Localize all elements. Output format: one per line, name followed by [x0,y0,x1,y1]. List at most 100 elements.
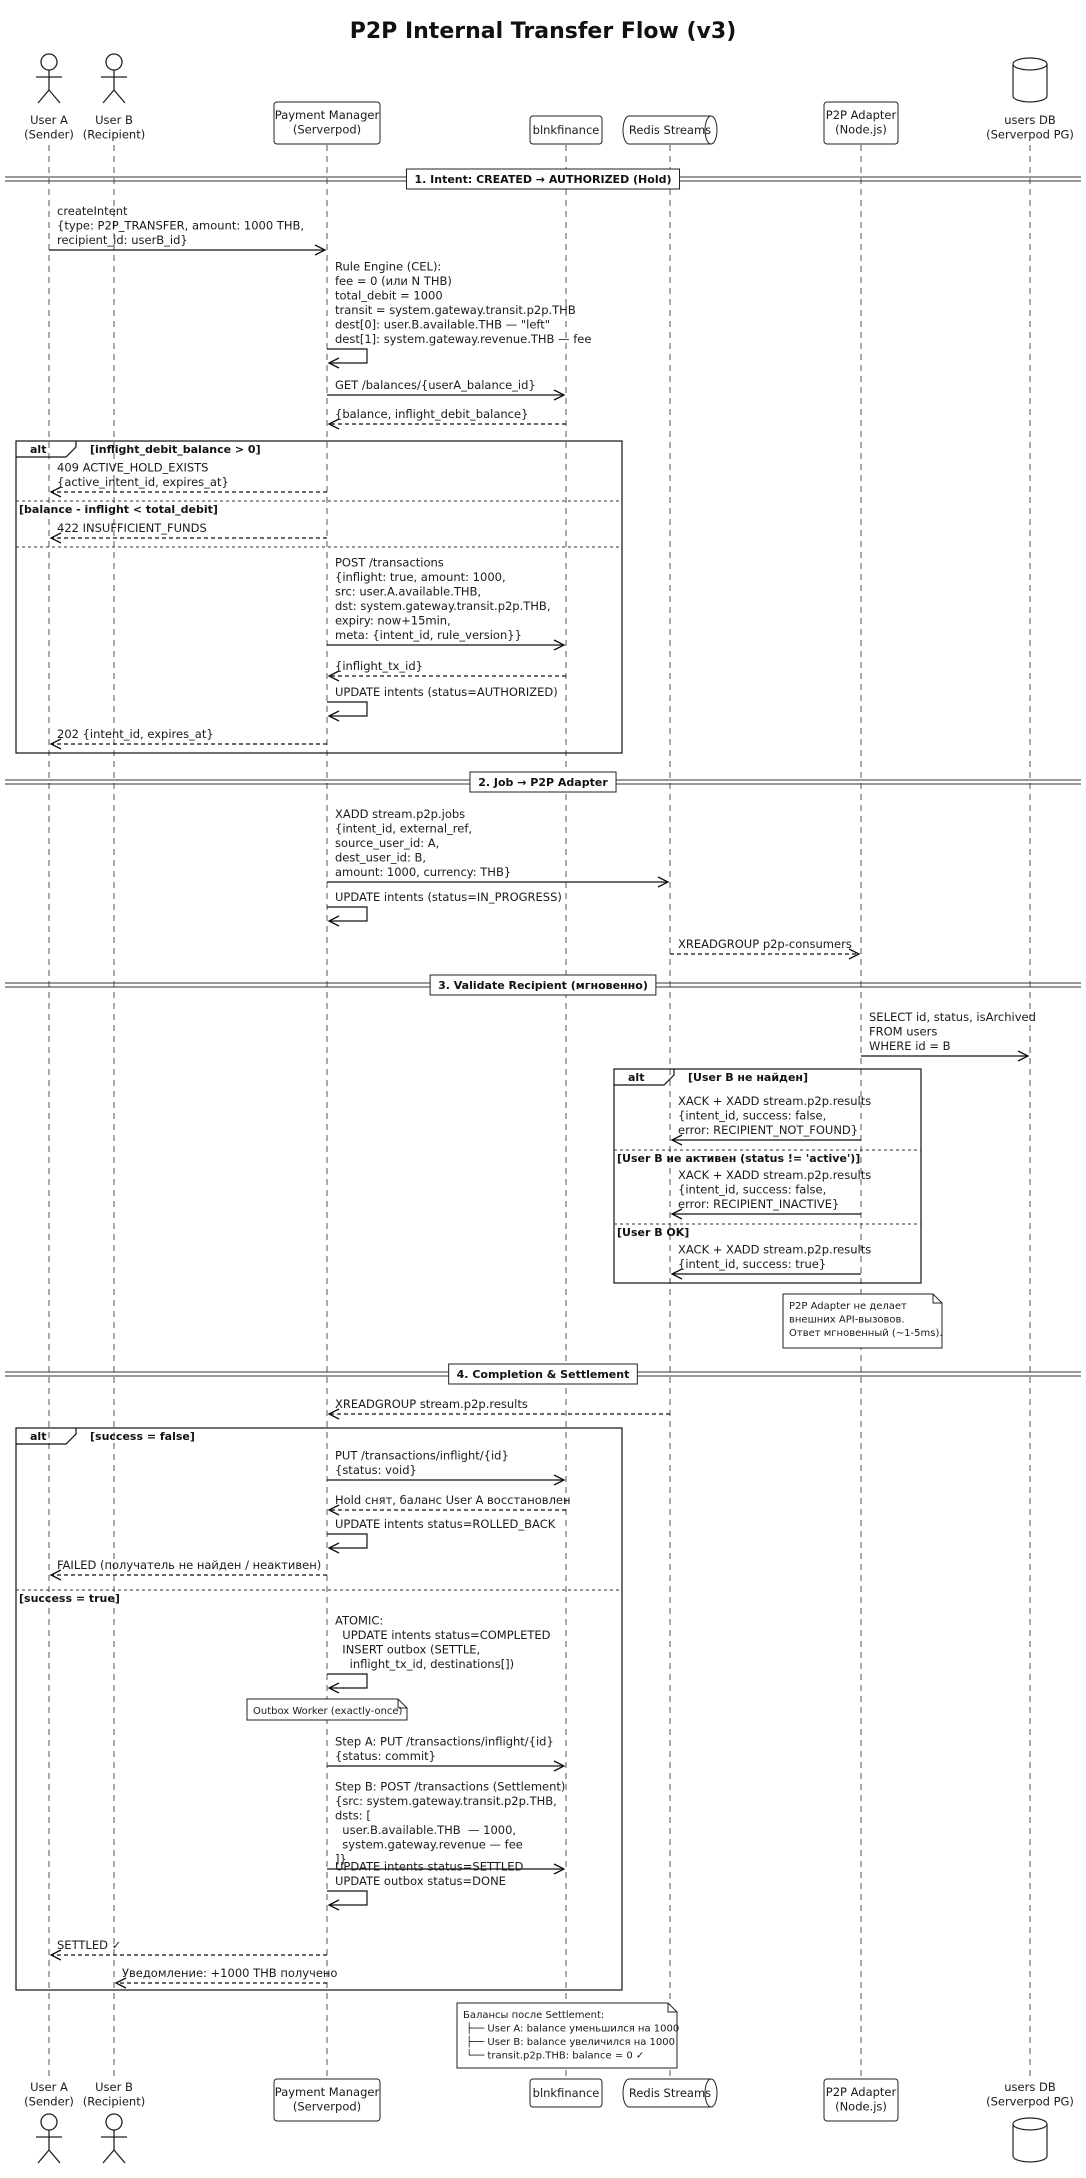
participants: User A(Sender)User A(Sender)User B(Recip… [24,53,1074,2164]
arrow-head [49,1569,62,1581]
participant-label: users DB [1004,2080,1056,2094]
message-label: UPDATE intents status=ROLLED_BACK [335,1517,556,1531]
arrow-head [327,670,340,682]
arrow-head [327,1899,340,1911]
message-label: {type: P2P_TRANSFER, amount: 1000 THB, [57,219,304,233]
message-label: {status: commit} [335,1749,436,1763]
note: Outbox Worker (exactly-once) [246,1698,408,1721]
message-label: recipient_id: userB_id} [57,233,188,247]
actor-icon [36,2113,62,2164]
message-label: createIntent [57,204,128,218]
alt-guard: [inflight_debit_balance > 0] [90,443,261,456]
message-label: inflight_tx_id, destinations[]) [335,1657,514,1671]
self-message-line [327,1890,368,1906]
participant-label: Redis Streams [629,123,711,137]
message-label: SETTLED ✓ [57,1938,121,1952]
database-icon [1012,57,1048,103]
message-m3: GET /balances/{userA_balance_id} [327,378,566,401]
section-dividers: 1. Intent: CREATED → AUTHORIZED (Hold)2.… [5,168,1081,1385]
note-text: Outbox Worker (exactly-once) [253,1706,403,1717]
message-label: system.gateway.revenue — fee [335,1838,523,1852]
arrow-head [670,1134,683,1146]
section-divider: 3. Validate Recipient (мгновенно) [5,974,1081,996]
alt-guard: [success = true] [19,1592,120,1605]
participant-redis-top: Redis Streams [622,115,718,145]
message-m8: {inflight_tx_id} [327,659,566,682]
note: Балансы после Settlement: ├── User A: ba… [456,2002,679,2069]
message-label: dest_user_id: B, [335,851,426,865]
participant-label: (Recipient) [83,2095,145,2109]
message-label: UPDATE intents (status=AUTHORIZED) [335,685,558,699]
actor-icon [36,53,62,104]
message-m19: PUT /transactions/inflight/{id}{status: … [327,1449,566,1486]
message-label: {inflight_tx_id} [335,659,423,673]
arrow-head [49,486,62,498]
message-label: user.B.available.THB — 1000, [335,1823,516,1837]
message-label: SELECT id, status, isArchived [869,1010,1036,1024]
message-m28: Уведомление: +1000 THB получено [114,1966,337,1989]
arrow-head [49,532,62,544]
message-label: XACK + XADD stream.p2p.results [678,1243,871,1257]
lifelines [48,145,1031,2078]
participant-label: (Serverpod PG) [986,128,1074,142]
message-m16: XACK + XADD stream.p2p.results{intent_id… [670,1168,871,1220]
arrow-head [553,1760,566,1772]
participant-label: P2P Adapter [826,108,897,122]
message-label: {status: void} [335,1463,417,1477]
participant-label: (Sender) [24,2095,74,2109]
message-label: POST /transactions [335,556,444,570]
alt-frame: alt[User B не найден][User B не активен … [613,1068,922,1284]
participant-adapter-top: P2P Adapter(Node.js) [823,101,899,145]
arrow-head [670,1208,683,1220]
participant-pm-bottom: Payment Manager(Serverpod) [273,2078,381,2122]
participant-box [823,101,899,145]
arrow-head [657,876,670,888]
message-label: WHERE id = B [869,1039,951,1053]
alt-guard: [balance - inflight < total_debit] [19,503,218,516]
participant-adapter-bottom: P2P Adapter(Node.js) [823,2078,899,2122]
message-label: 422 INSUFFICIENT_FUNDS [57,521,207,535]
message-label: expiry: now+15min, [335,614,451,628]
message-label: src: user.A.available.THB, [335,585,481,599]
arrow-head [327,710,340,722]
alt-frame-keyword: alt [628,1071,644,1084]
alt-guard: [success = false] [90,1430,195,1443]
participant-db-top: users DB(Serverpod PG) [986,57,1074,142]
participant-label: blnkfinance [533,123,600,137]
message-label: {balance, inflight_debit_balance} [335,407,528,421]
message-label: {intent_id, success: false, [678,1109,826,1123]
message-label: dst: system.gateway.transit.p2p.THB, [335,599,550,613]
message-label: fee = 0 (или N THB) [335,274,452,288]
message-label: UPDATE outbox status=DONE [335,1874,506,1888]
participant-box [529,115,603,145]
participant-userB-bottom: User B(Recipient) [83,2080,145,2164]
alt-frame-keyword: alt [30,1430,46,1443]
message-label: GET /balances/{userA_balance_id} [335,378,536,392]
participant-blnk-bottom: blnkfinance [529,2078,603,2108]
alt-frame: alt[inflight_debit_balance > 0][balance … [15,440,623,754]
note-text: P2P Adapter не делает [789,1301,907,1312]
participant-label: users DB [1004,113,1056,127]
message-m18: XREADGROUP stream.p2p.results [327,1397,670,1420]
arrow-head [327,915,340,927]
note-text: внешних API-вызовов. [789,1315,905,1326]
self-message-line [327,906,368,922]
participant-label: Payment Manager [275,2085,380,2099]
message-m23: ATOMIC: UPDATE intents status=COMPLETED … [327,1614,551,1694]
note-text: Балансы после Settlement: [463,2010,604,2021]
alt-frames: alt [inflight_debit_balance > 0] [balance … [15,440,922,1991]
message-label: XACK + XADD stream.p2p.results [678,1168,871,1182]
message-label: Rule Engine (CEL): [335,260,441,274]
message-label: UPDATE intents status=SETTLED [335,1860,523,1874]
arrow-head [327,1504,340,1516]
message-label: ATOMIC: [335,1614,383,1628]
arrow-head [327,1408,340,1420]
message-label: Hold снят, баланс User A восстановлен [335,1493,571,1507]
alt-frame: alt [success = false] [success = true] [15,1427,623,1991]
arrow-head [848,948,861,960]
message-label: XREADGROUP p2p-consumers [678,937,852,951]
alt-guard: [User B не активен (status != 'active')] [617,1152,860,1165]
message-label: 202 {intent_id, expires_at} [57,727,214,741]
